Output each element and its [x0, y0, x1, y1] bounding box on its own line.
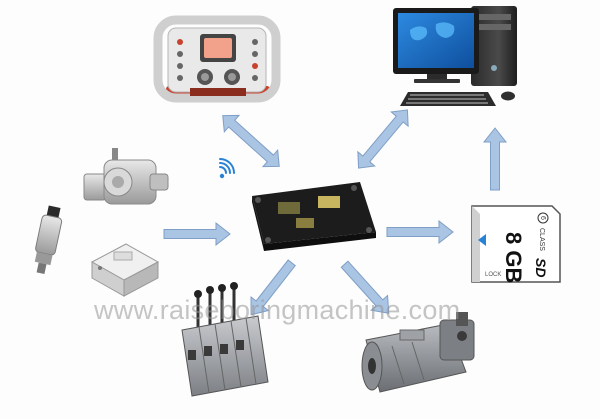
sd-card-brand-logo: SD [533, 258, 549, 277]
arrow-controller-pump [340, 260, 390, 314]
arrow-controller-valve [250, 259, 296, 316]
hydraulic-pump [361, 312, 475, 393]
pressure-sensor [34, 205, 63, 275]
sd-lock-indicator-icon [478, 234, 486, 246]
sd-card-class-number: 6 [539, 216, 546, 220]
arrow-sdcard-computer [482, 127, 508, 191]
sd-card-lock-label: LOCK [485, 272, 501, 278]
arrow-computer-controller [357, 109, 409, 169]
sd-card-class-text: CLASS [538, 228, 545, 251]
wifi-icon [219, 158, 235, 179]
sd-card-class-badge [537, 212, 549, 224]
watermark-text: www.raiseboringmachine.com [94, 295, 461, 325]
arrow-sensors-controller [163, 221, 231, 247]
rotary-encoder-sensor [83, 148, 169, 205]
inclination-sensor [90, 243, 160, 297]
arrow-remote-controller [222, 114, 280, 168]
controller-module [252, 182, 376, 251]
sd-card-capacity: 8 GB [501, 232, 526, 283]
sd-memory-card: LOCK 8 GB CLASS 6 SD [471, 205, 561, 283]
hydraulic-valve-block [181, 282, 269, 397]
connection-arrows [163, 109, 508, 316]
arrow-controller-sdcard [386, 219, 454, 245]
remote-control-unit [153, 15, 281, 103]
desktop-computer [393, 6, 517, 106]
